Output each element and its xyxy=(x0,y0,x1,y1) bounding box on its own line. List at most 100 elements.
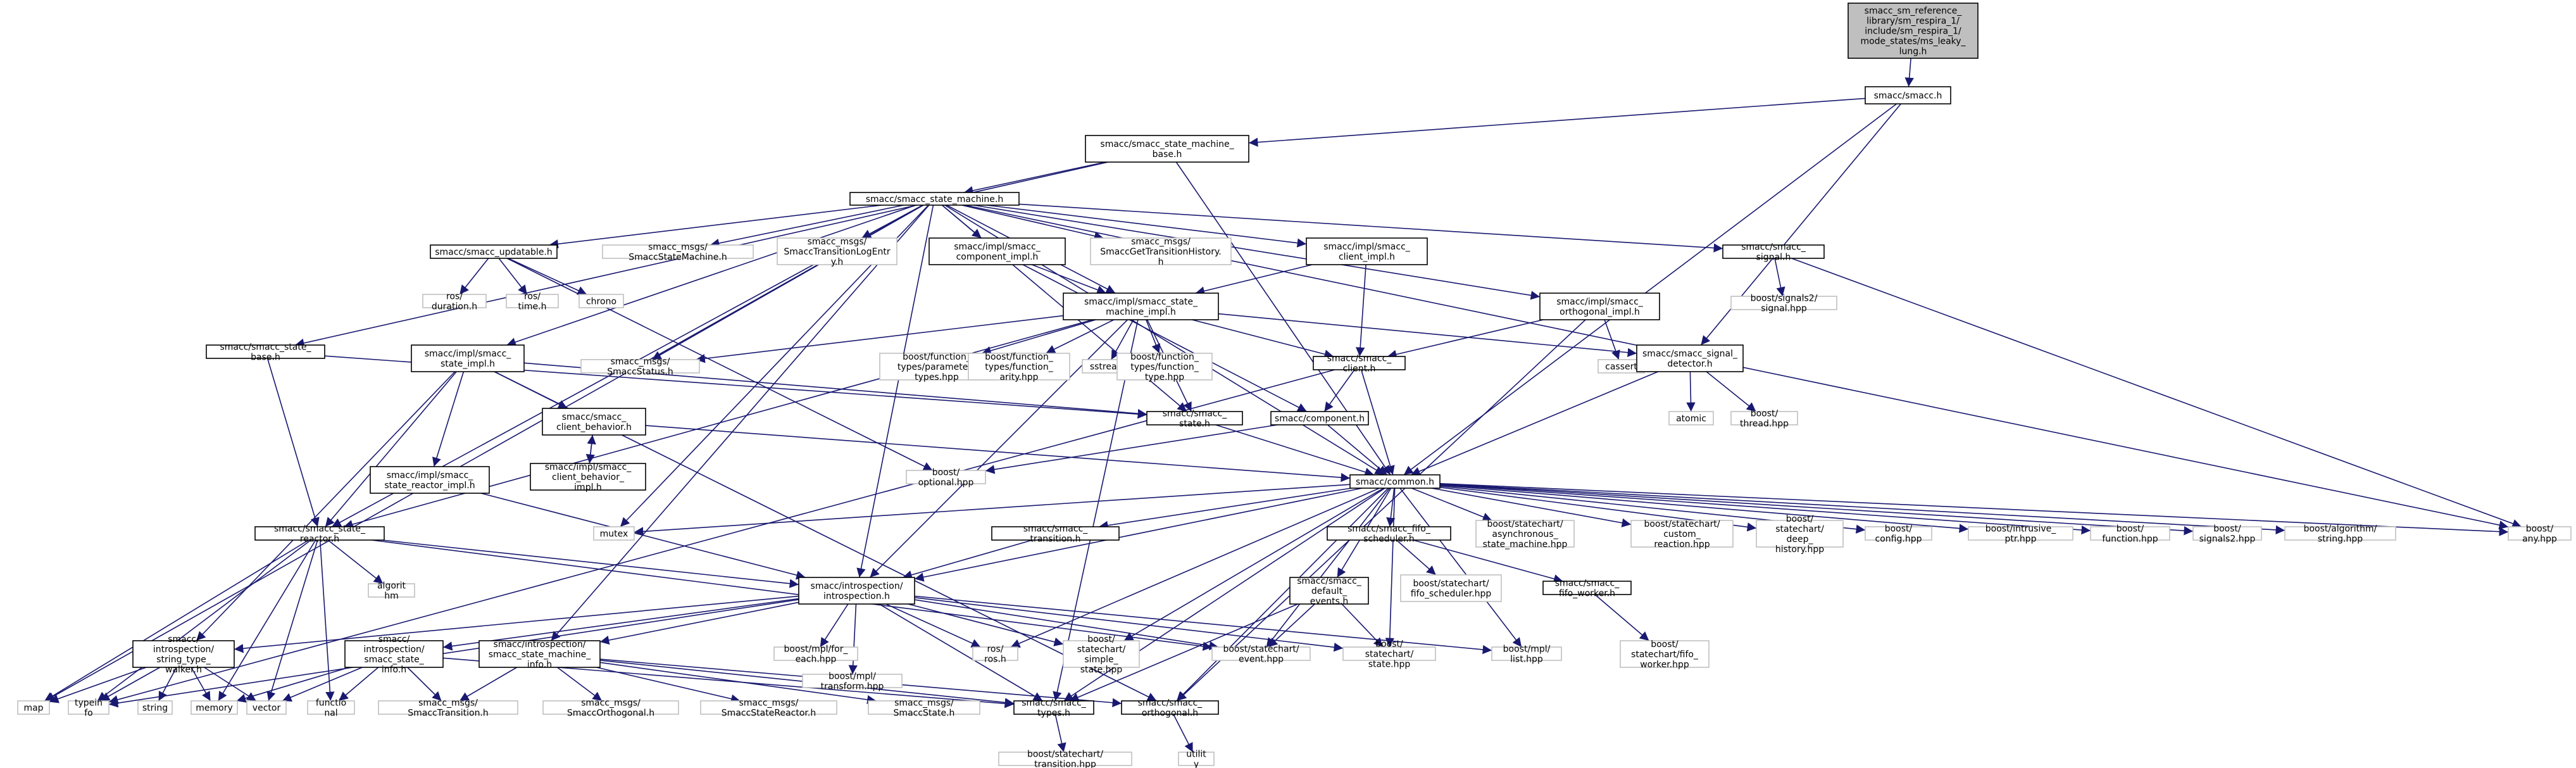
node-stw[interactable]: smacc/introspection/string_type_walker.h xyxy=(132,634,235,675)
node-comp-impl[interactable]: smacc/impl/smacc_component_impl.h xyxy=(928,237,1066,265)
node-optional[interactable]: boost/optional.hpp xyxy=(906,468,986,488)
node-atomic[interactable]: atomic xyxy=(1668,411,1714,425)
node-intrusive[interactable]: boost/intrusive_ptr.hpp xyxy=(1968,524,2073,545)
node-ros-duration[interactable]: ros/duration.h xyxy=(422,292,487,312)
node-fifo-sched[interactable]: smacc/smacc_fifo_scheduler.h xyxy=(1327,524,1451,545)
node-signal[interactable]: smacc/smacc_signal.h xyxy=(1722,242,1825,263)
node-component[interactable]: smacc/component.h xyxy=(1270,411,1369,425)
node-vector[interactable]: vector xyxy=(246,700,287,715)
node-orth-impl[interactable]: smacc/impl/smacc_orthogonal_impl.h xyxy=(1539,293,1660,320)
node-sc-deep[interactable]: boost/statechart/deep_history.hpp xyxy=(1756,514,1844,555)
edge-sm-to-state_impl xyxy=(506,205,916,347)
node-signals2-signal[interactable]: boost/signals2/signal.hpp xyxy=(1730,294,1837,314)
node-updatable[interactable]: smacc/smacc_updatable.h xyxy=(430,244,558,259)
node-reactor-impl[interactable]: smacc/impl/smacc_state_reactor_impl.h xyxy=(370,466,490,494)
node-bfunction[interactable]: boost/function.hpp xyxy=(2090,524,2170,545)
node-sc-async[interactable]: boost/statechart/asynchronous_state_mach… xyxy=(1475,519,1575,550)
edge-updatable-to-optional xyxy=(506,258,933,471)
edge-sm-to-orth_impl xyxy=(973,205,1541,300)
node-msg-reactor[interactable]: smacc_msgs/SmaccStateReactor.h xyxy=(700,698,837,719)
node-default-events[interactable]: smacc/smacc_default_events.h xyxy=(1289,576,1369,607)
node-signals2[interactable]: boost/signals2.hpp xyxy=(2192,524,2262,545)
node-label: boost/thread.hpp xyxy=(1740,409,1789,429)
node-ft-arity[interactable]: boost/function_types/function_arity.hpp xyxy=(968,352,1070,382)
node-label: smacc/smacc_state.h xyxy=(1163,409,1228,429)
node-msg-state[interactable]: smacc_msgs/SmaccState.h xyxy=(868,698,980,719)
node-client[interactable]: smacc/smacc_client.h xyxy=(1313,354,1406,374)
edge-introspection-to-sc_simple xyxy=(908,603,1064,646)
node-sc-transition[interactable]: boost/statechart/transition.hpp xyxy=(998,750,1132,768)
node-sc-fifo-sched[interactable]: boost/statechart/fifo_scheduler.hpp xyxy=(1400,574,1502,602)
node-common[interactable]: smacc/common.h xyxy=(1349,474,1441,489)
node-orthogonal[interactable]: smacc/smacc_orthogonal.h xyxy=(1121,698,1219,719)
node-box xyxy=(593,526,635,541)
edge-sm-to-client_impl xyxy=(986,205,1307,248)
node-box xyxy=(1013,700,1094,715)
node-sm-base[interactable]: smacc/smacc_state_machine_base.h xyxy=(1085,135,1249,163)
node-ros-h[interactable]: ros/ros.h xyxy=(972,645,1018,665)
node-state[interactable]: smacc/smacc_state.h xyxy=(1146,409,1243,429)
node-state-info[interactable]: smacc/introspection/smacc_state_info.h xyxy=(344,634,444,675)
node-msg-transition[interactable]: smacc_msgs/SmaccTransition.h xyxy=(378,698,518,719)
node-sm[interactable]: smacc/smacc_state_machine.h xyxy=(849,192,1020,206)
node-sc-simple[interactable]: boost/statechart/simple_state.hpp xyxy=(1063,634,1140,675)
node-box xyxy=(1475,520,1575,548)
node-msg-orthogonal[interactable]: smacc_msgs/SmaccOrthogonal.h xyxy=(542,698,679,719)
node-types[interactable]: smacc/smacc_types.h xyxy=(1013,698,1094,719)
edge-sm_info-to-msg_state xyxy=(599,662,877,705)
node-cassert[interactable]: cassert xyxy=(1597,359,1645,374)
edge-sm_impl-to-msg_status xyxy=(696,315,1064,363)
node-mpl-foreach[interactable]: boost/mpl/for_each.hpp xyxy=(773,645,858,665)
node-msg-status[interactable]: smacc_msgs/SmaccStatus.h xyxy=(580,357,700,377)
node-mutex[interactable]: mutex xyxy=(593,526,635,541)
node-mpl-transform[interactable]: boost/mpl/transform.hpp xyxy=(802,672,903,692)
node-msg-gth[interactable]: smacc_msgs/SmaccGetTransitionHistory.h xyxy=(1090,237,1232,267)
node-algo-string[interactable]: boost/algorithm/string.hpp xyxy=(2284,524,2396,545)
node-state-impl[interactable]: smacc/impl/smacc_state_impl.h xyxy=(411,344,525,372)
node-chrono[interactable]: chrono xyxy=(578,294,624,308)
node-introspection[interactable]: smacc/introspection/introspection.h xyxy=(798,577,915,605)
node-sig-detector[interactable]: smacc/smacc_signal_detector.h xyxy=(1636,344,1744,372)
node-ros-time[interactable]: ros/time.h xyxy=(506,292,559,312)
node-box xyxy=(542,408,646,436)
node-fifo-worker[interactable]: smacc/smacc_fifo_worker.h xyxy=(1542,579,1632,599)
edge-smacc_h-to-common xyxy=(1403,103,1898,475)
node-label: smacc/smacc_transition.h xyxy=(1023,524,1089,545)
node-box xyxy=(1668,411,1714,425)
node-string[interactable]: string xyxy=(137,700,173,715)
edge-orth_impl-to-cassert xyxy=(1604,319,1620,360)
node-mpl-list[interactable]: boost/mpl/list.hpp xyxy=(1491,645,1562,665)
node-root[interactable]: smacc_sm_reference_library/sm_respira_1/… xyxy=(1848,3,1979,59)
node-map[interactable]: map xyxy=(17,700,50,715)
node-sc-event[interactable]: boost/statechart/event.hpp xyxy=(1211,645,1311,665)
node-label: map xyxy=(23,703,43,714)
node-box xyxy=(777,237,897,265)
node-client-impl[interactable]: smacc/impl/smacc_client_impl.h xyxy=(1306,237,1428,265)
node-sc-custom[interactable]: boost/statechart/custom_reaction.hpp xyxy=(1630,519,1734,550)
node-sm-info[interactable]: smacc/introspection/smacc_state_machine_… xyxy=(478,639,601,670)
node-state-base[interactable]: smacc/smacc_state_base.h xyxy=(206,343,325,363)
node-boost-thread[interactable]: boost/thread.hpp xyxy=(1730,409,1798,429)
node-label: smacc/smacc_fifo_worker.h xyxy=(1555,579,1620,599)
node-smacc-h[interactable]: smacc/smacc.h xyxy=(1865,86,1951,104)
node-any[interactable]: boost/any.hpp xyxy=(2508,524,2572,545)
node-sc-state[interactable]: boost/statechart/state.hpp xyxy=(1342,639,1436,670)
node-client-behavior[interactable]: smacc/smacc_client_behavior.h xyxy=(542,408,646,436)
node-memory[interactable]: memory xyxy=(191,700,238,715)
node-msg-sm[interactable]: smacc_msgs/SmaccStateMachine.h xyxy=(602,242,754,263)
node-config[interactable]: boost/config.hpp xyxy=(1865,524,1932,545)
node-label: boost/optional.hpp xyxy=(918,468,974,488)
edge-sm-to-updatable xyxy=(549,205,882,249)
node-ft-type[interactable]: boost/function_types/function_type.hpp xyxy=(1116,352,1213,382)
node-cb-impl[interactable]: smacc/impl/smacc_client_behavior_impl.h xyxy=(530,462,646,493)
node-reactor[interactable]: smacc/smacc_state_reactor.h xyxy=(254,524,385,545)
node-transition[interactable]: smacc/smacc_transition.h xyxy=(991,524,1120,545)
node-sm-impl[interactable]: smacc/impl/smacc_state_machine_impl.h xyxy=(1063,293,1219,320)
node-sc-fifo-worker[interactable]: boost/statechart/fifo_worker.hpp xyxy=(1620,639,1710,670)
edge-sm_impl-to-ft_type xyxy=(1146,319,1161,354)
